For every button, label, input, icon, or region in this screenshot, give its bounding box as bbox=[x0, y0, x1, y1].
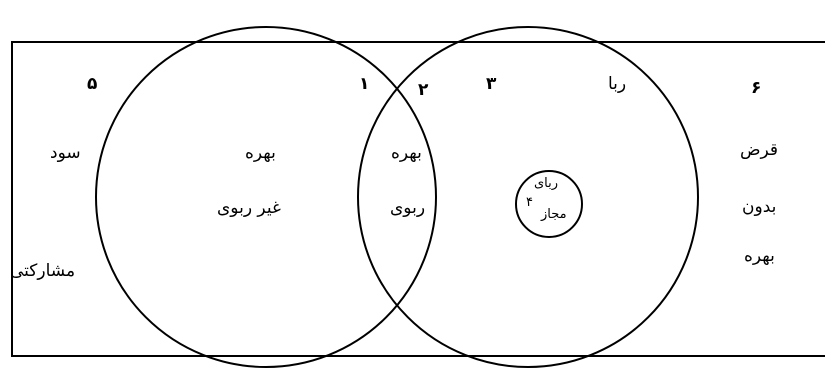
region-5-line2: مشارکتی bbox=[10, 261, 76, 281]
region-2-line1: بهره bbox=[391, 143, 422, 163]
region-6-line1: قرض bbox=[740, 140, 779, 160]
region-1-line2: غیر ربوی bbox=[217, 198, 281, 218]
left-circle bbox=[95, 26, 437, 368]
region-5-number: ۵ bbox=[87, 74, 98, 94]
region-3-title: ربا bbox=[608, 74, 627, 94]
region-1-number: ۱ bbox=[359, 74, 370, 94]
region-6-line3: بهره bbox=[744, 246, 775, 266]
region-4-line2: مجاز bbox=[541, 207, 567, 222]
region-5-line1: سود bbox=[50, 143, 81, 163]
outer-rectangle bbox=[11, 41, 825, 357]
right-circle bbox=[357, 26, 699, 368]
region-2-number: ۲ bbox=[418, 80, 429, 100]
region-2-line2: ربوی bbox=[390, 198, 426, 218]
region-6-number: ۶ bbox=[751, 78, 762, 98]
region-4-line1: ربای bbox=[534, 176, 559, 191]
region-4-number: ۴ bbox=[526, 195, 533, 210]
region-1-line1: بهره bbox=[245, 143, 276, 163]
region-6-line2: بدون bbox=[742, 197, 777, 217]
region-3-number: ۳ bbox=[486, 74, 497, 94]
small-circle bbox=[515, 170, 583, 238]
